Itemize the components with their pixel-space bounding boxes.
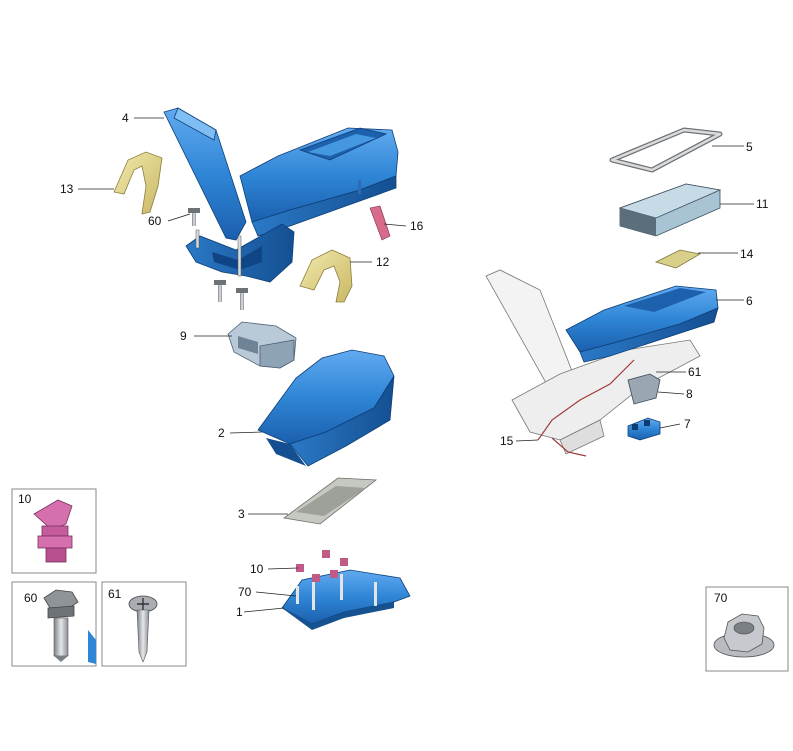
callout-16: 16 bbox=[410, 219, 424, 233]
callout-7: 7 bbox=[684, 417, 691, 431]
callout-10: 10 bbox=[250, 562, 264, 576]
callout-14: 14 bbox=[740, 247, 754, 261]
detail-box-10-label: 10 bbox=[18, 492, 32, 506]
bolt-60-icon bbox=[43, 589, 79, 662]
callout-11: 11 bbox=[756, 197, 769, 211]
callout-13: 13 bbox=[60, 182, 74, 196]
callout-12: 12 bbox=[376, 255, 390, 269]
screw-61-icon bbox=[128, 595, 158, 663]
detail-box-70-label: 70 bbox=[714, 591, 728, 605]
detail-box-61: 61 bbox=[101, 581, 187, 667]
clip-10-icon bbox=[33, 499, 73, 563]
detail-box-10: 10 bbox=[11, 488, 97, 574]
screw-60-c bbox=[188, 208, 200, 226]
detail-box-60: 60 bbox=[11, 581, 97, 667]
callout-70: 70 bbox=[238, 585, 252, 599]
part-14-mat[interactable] bbox=[654, 249, 702, 269]
callout-5: 5 bbox=[746, 140, 753, 154]
callout-15: 15 bbox=[500, 434, 514, 448]
callout-8: 8 bbox=[686, 387, 693, 401]
part-1-base-plate[interactable] bbox=[281, 569, 411, 630]
part-9-module[interactable] bbox=[227, 321, 297, 369]
callout-2: 2 bbox=[218, 426, 225, 440]
part-8-socket[interactable] bbox=[627, 373, 661, 405]
part-13-bracket[interactable] bbox=[113, 151, 163, 215]
screw-60-b bbox=[236, 288, 248, 310]
part-12-bracket[interactable] bbox=[299, 249, 353, 303]
part-3-mat[interactable] bbox=[283, 477, 378, 525]
callout-1: 1 bbox=[236, 605, 243, 619]
part-4-armrest-assembly[interactable] bbox=[163, 107, 399, 310]
detail-box-61-label: 61 bbox=[108, 587, 122, 601]
callout-4: 4 bbox=[122, 111, 129, 125]
screw-60-a bbox=[214, 280, 226, 302]
part-6-console-tray[interactable] bbox=[485, 269, 719, 457]
part-7-switch[interactable] bbox=[627, 417, 661, 441]
leader-lines bbox=[78, 117, 754, 613]
nut-70-icon bbox=[713, 613, 775, 658]
callout-60: 60 bbox=[148, 214, 162, 228]
detail-box-60-label: 60 bbox=[24, 591, 38, 605]
part-16-latch[interactable] bbox=[369, 205, 391, 241]
callout-3: 3 bbox=[238, 507, 245, 521]
callout-9: 9 bbox=[180, 329, 187, 343]
part-10-clips[interactable] bbox=[296, 550, 348, 582]
part-11-cupholder-insert[interactable] bbox=[618, 183, 722, 237]
callout-61: 61 bbox=[688, 365, 702, 379]
callout-6: 6 bbox=[746, 294, 753, 308]
part-2-lid-cover[interactable] bbox=[257, 349, 395, 467]
part-5-trim-frame[interactable] bbox=[609, 127, 723, 173]
detail-box-70: 70 bbox=[705, 586, 789, 672]
